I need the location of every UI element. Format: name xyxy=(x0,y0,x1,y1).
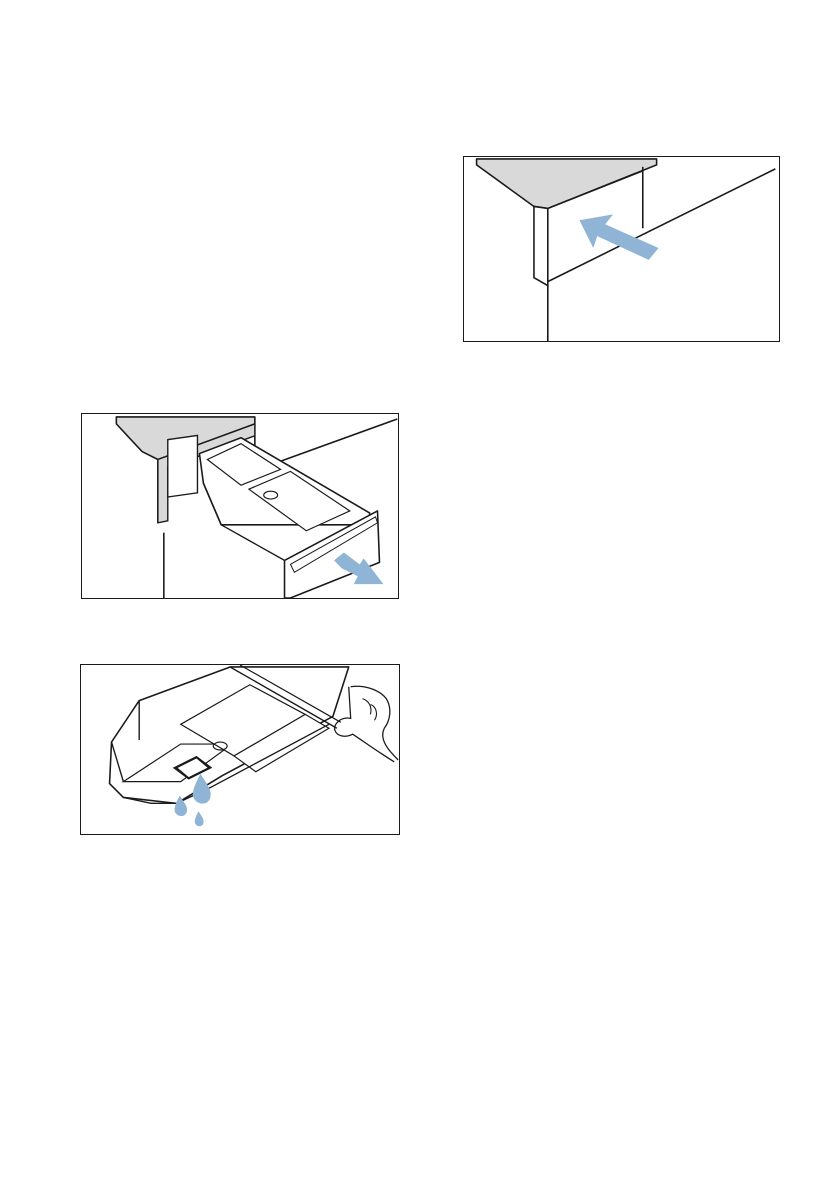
drawer-drain-illustration xyxy=(81,665,399,834)
drawer-pull-out-illustration xyxy=(82,414,398,598)
figure-drain-drawer xyxy=(80,664,400,835)
drawer-push-in-illustration xyxy=(464,157,779,341)
push-in-arrow xyxy=(579,214,658,260)
figure-pull-out-drawer xyxy=(81,413,399,599)
figure-push-in-drawer xyxy=(463,156,780,342)
hand-icon xyxy=(335,686,399,762)
